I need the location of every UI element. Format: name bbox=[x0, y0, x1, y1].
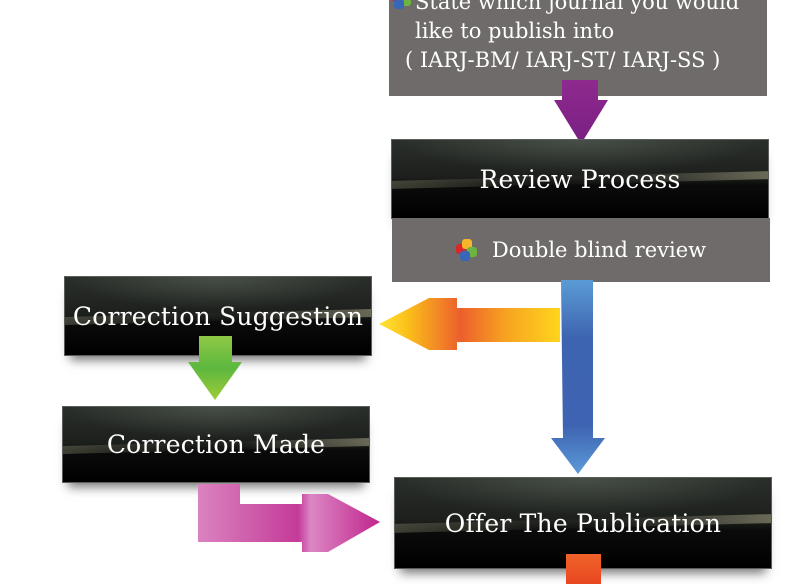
journal-line-3: ( IARJ-BM/ IARJ-ST/ IARJ-SS ) bbox=[405, 48, 721, 72]
correction-suggestion-box: Correction Suggestion bbox=[64, 276, 372, 356]
double-blind-review-box: Double blind review bbox=[392, 218, 770, 282]
review-process-box: Review Process bbox=[391, 139, 769, 219]
double-blind-review-text: Double blind review bbox=[491, 238, 707, 262]
review-process-title: Review Process bbox=[479, 164, 681, 194]
arrow-left-orange bbox=[379, 298, 560, 350]
arrow-down-orange bbox=[566, 554, 601, 584]
arrow-down-purple bbox=[554, 80, 608, 144]
correction-made-title: Correction Made bbox=[106, 430, 326, 459]
correction-suggestion-title: Correction Suggestion bbox=[72, 301, 364, 331]
arrow-down-blue bbox=[551, 280, 605, 474]
arrow-down-green bbox=[188, 336, 242, 400]
colored-cubes-icon bbox=[391, 0, 413, 10]
journal-line-2: like to publish into bbox=[415, 19, 615, 43]
journal-selection-box: State which journal you would like to pu… bbox=[389, 0, 767, 96]
offer-publication-title: Offer The Publication bbox=[444, 508, 722, 538]
journal-line-1: State which journal you would bbox=[415, 0, 740, 14]
arrow-right-magenta bbox=[198, 484, 380, 552]
colored-cubes-icon bbox=[455, 239, 478, 261]
correction-made-box: Correction Made bbox=[62, 406, 370, 483]
